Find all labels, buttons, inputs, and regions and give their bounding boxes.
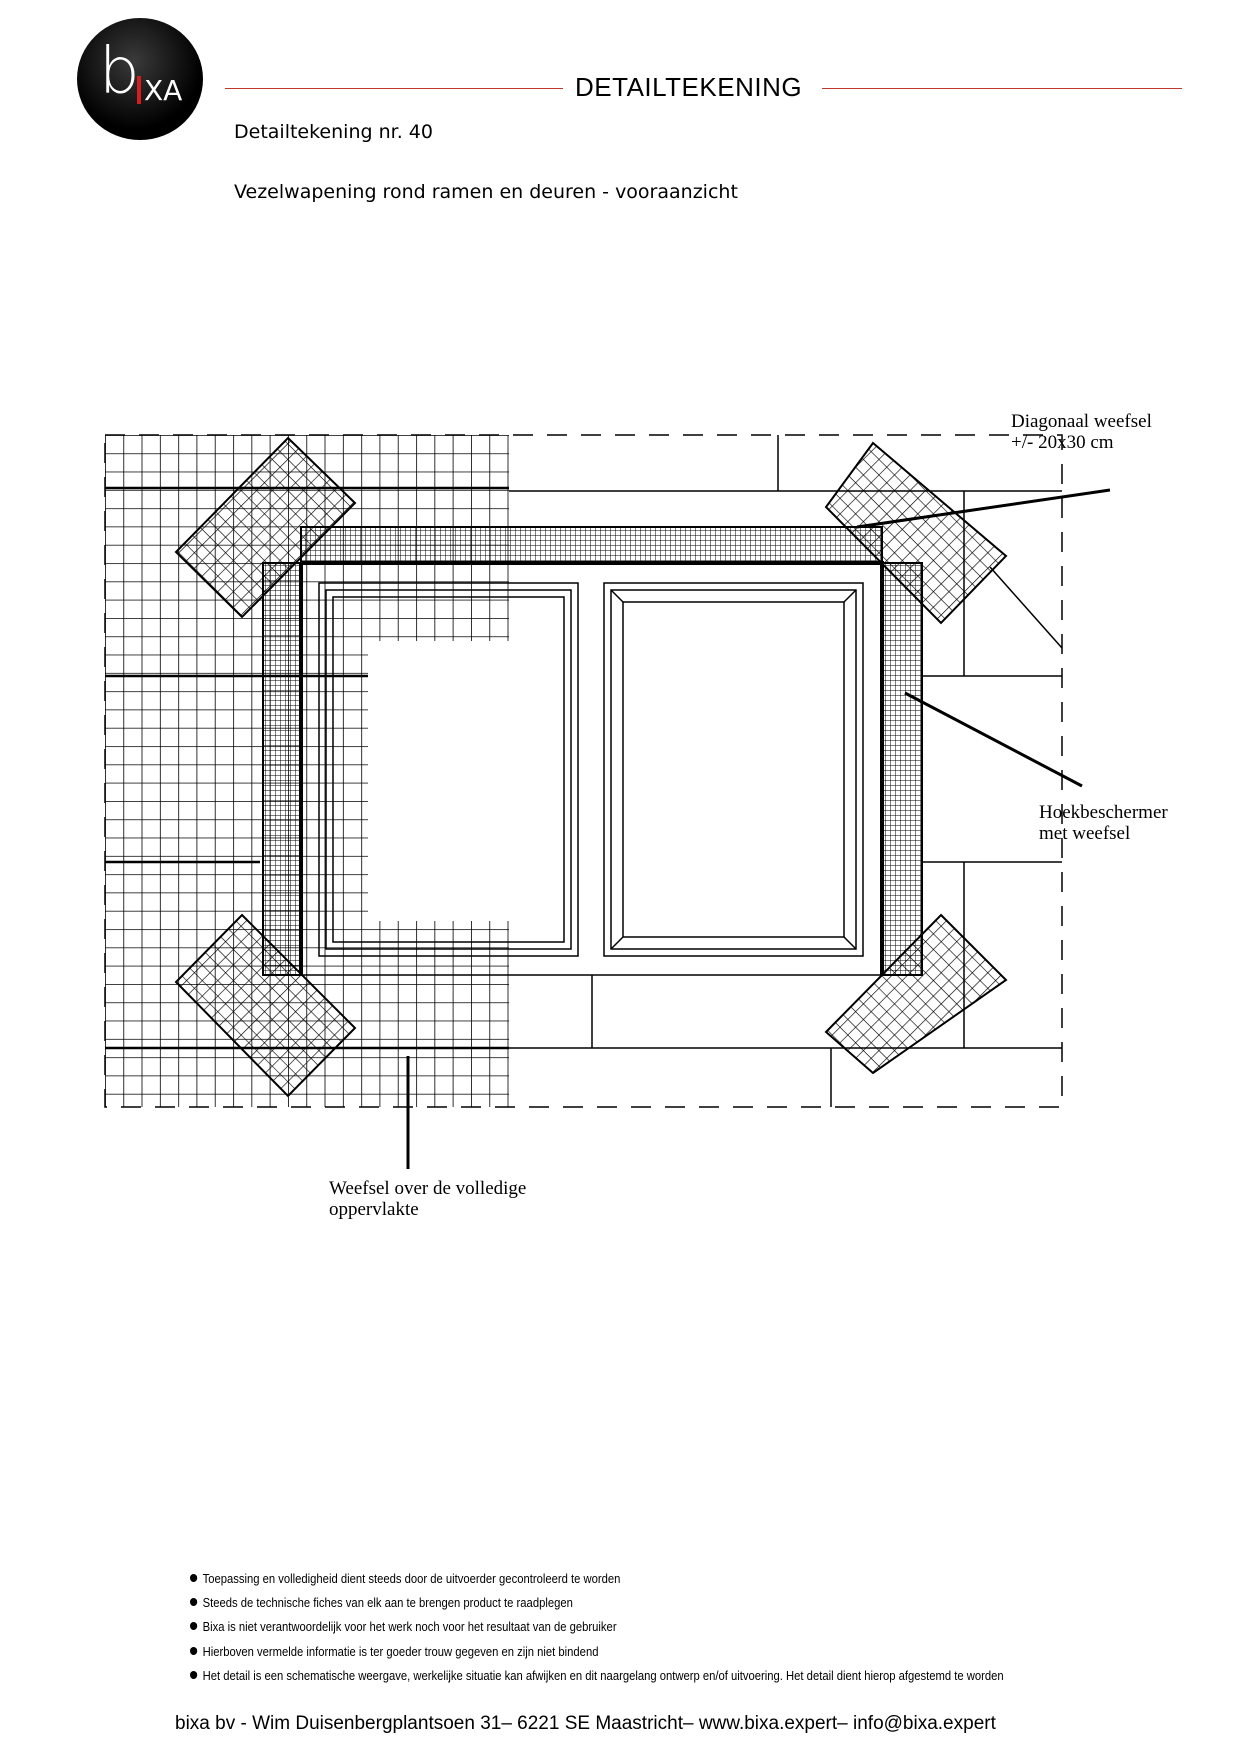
window-left — [318, 582, 579, 957]
surface-mesh — [105, 435, 509, 1107]
header-rule-right — [822, 88, 1182, 89]
note-item: Toepassing en volledigheid dient steeds … — [190, 1572, 1004, 1596]
footer-address: bixa bv - Wim Duisenbergplantsoen 31– 62… — [175, 1713, 996, 1734]
bullet-icon — [190, 1574, 198, 1582]
note-item: Hierboven vermelde informatie is ter goe… — [190, 1645, 1004, 1669]
header-rule-left — [225, 88, 563, 89]
diagonal-patch-bottom-left — [174, 913, 357, 1098]
wall-lines — [301, 435, 1063, 1107]
diagonal-patch-bottom-right — [824, 913, 1008, 1075]
drawing-subtitle: Vezelwapening rond ramen en deuren - voo… — [234, 181, 738, 203]
note-item: Het detail is een schematische weergave,… — [190, 1669, 1004, 1693]
notes-list: Toepassing en volledigheid dient steeds … — [190, 1572, 1004, 1693]
note-item: Bixa is niet verantwoordelijk voor het w… — [190, 1620, 1004, 1644]
drawing-number: Detailtekening nr. 40 — [234, 121, 433, 143]
diagonal-patch-top-right — [824, 441, 1008, 625]
label-diagonal-mesh: Diagonaal weefsel +/- 20x30 cm — [1011, 411, 1152, 453]
bixa-logo: b XA — [77, 18, 203, 140]
bullet-icon — [190, 1598, 198, 1607]
diagonal-mesh-patches — [174, 436, 1008, 1098]
note-item: Steeds de technische fiches van elk aan … — [190, 1596, 1004, 1620]
bullet-icon — [190, 1622, 198, 1631]
bullet-icon — [190, 1646, 198, 1655]
window-right — [603, 582, 864, 957]
dashed-outline — [104, 434, 1063, 1108]
diagonal-patch-top-left — [174, 436, 357, 619]
label-corner-protector: Hoekbeschermer met weefsel — [1039, 802, 1168, 844]
label-full-surface-mesh: Weefsel over de volledige oppervlakte — [329, 1178, 527, 1220]
page-title: DETAILTEKENING — [575, 72, 803, 102]
bullet-icon — [190, 1670, 198, 1679]
leader-lines — [406, 488, 1111, 1169]
